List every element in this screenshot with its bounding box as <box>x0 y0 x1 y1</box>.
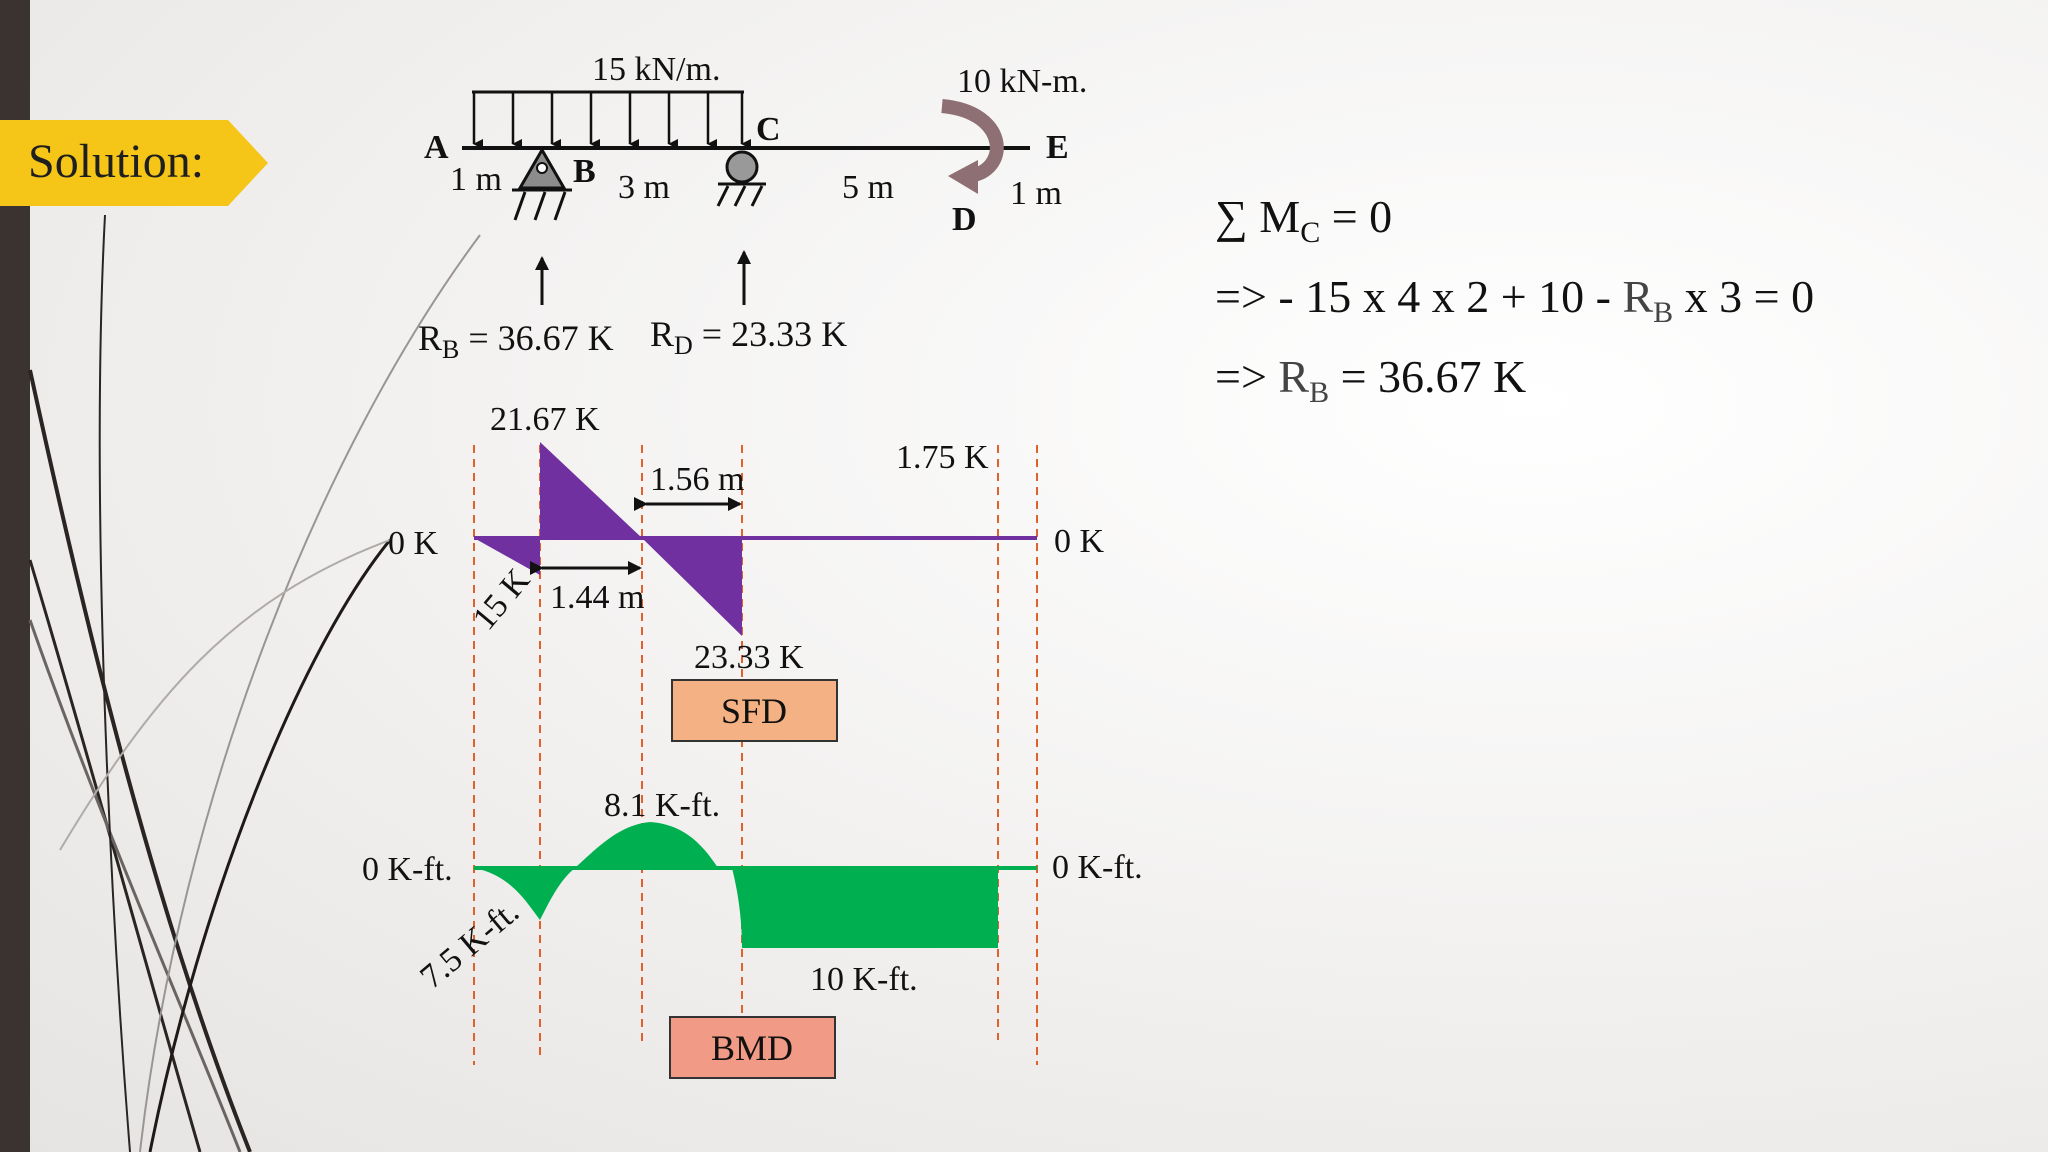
equation-line-2: => - 15 x 4 x 2 + 10 - RB x 3 = 0 <box>1215 271 1815 330</box>
span-cd-label: 5 m <box>842 169 894 206</box>
equation-line-1: ∑ MC = 0 <box>1215 191 1393 250</box>
sfd-title: SFD <box>721 691 787 731</box>
bmd-neg-right-label: 10 K-ft. <box>810 961 918 998</box>
solution-heading: Solution: <box>28 135 205 188</box>
bmd-zero-left: 0 K-ft. <box>362 851 453 888</box>
udl-label: 15 kN/m. <box>592 51 720 88</box>
sfd-title-box <box>671 679 838 742</box>
sfd-dist-1-label: 1.56 m <box>650 461 744 498</box>
sfd-dist-2-label: 1.44 m <box>550 579 644 616</box>
solution-tag-shape <box>0 120 268 206</box>
bmd-title-box <box>669 1016 836 1079</box>
span-ab-label: 1 m <box>450 161 502 198</box>
bmd-neg-left-label: 7.5 K-ft. <box>413 893 526 996</box>
bmd-zero-right: 0 K-ft. <box>1052 849 1143 886</box>
bmd-neg-left <box>474 868 575 920</box>
bmd-title: BMD <box>711 1028 793 1068</box>
beam-diagram: 15 kN/m. 10 kN-m. A B C D E 1 m 3 m 5 m … <box>418 51 1087 364</box>
sfd-negative-segment-2 <box>642 538 742 636</box>
point-e-label: E <box>1046 129 1069 166</box>
point-c-label: C <box>756 111 781 148</box>
distributed-load <box>472 90 751 149</box>
point-b-label: B <box>573 153 596 190</box>
sfd-right-label: 1.75 K <box>896 439 989 476</box>
span-de-label: 1 m <box>1010 175 1062 212</box>
sfd-positive-segment <box>540 442 642 538</box>
bmd-max-label: 8.1 K-ft. <box>604 787 720 824</box>
shear-force-diagram: 21.67 K 1.56 m 1.75 K 0 K 0 K 1.44 m 15 … <box>388 401 1105 676</box>
sfd-max-label: 21.67 K <box>490 401 600 438</box>
point-a-label: A <box>424 129 449 166</box>
pin-support <box>512 147 572 221</box>
sfd-negative-segment <box>474 538 540 575</box>
sfd-zero-left: 0 K <box>388 525 439 562</box>
sfd-zero-right: 0 K <box>1054 523 1105 560</box>
moment-arrow <box>941 99 1004 194</box>
sfd-neg-label: 15 K <box>466 562 538 637</box>
bending-moment-diagram: 8.1 K-ft. 0 K-ft. 0 K-ft. 7.5 K-ft. 10 K… <box>362 787 1143 998</box>
bmd-neg-right <box>718 868 998 948</box>
point-d-label: D <box>952 201 977 238</box>
sfd-min-label: 23.33 K <box>694 639 804 676</box>
reaction-rd-label: RD = 23.33 K <box>650 314 847 360</box>
moment-label: 10 kN-m. <box>957 63 1087 100</box>
roller-support <box>716 150 766 207</box>
span-bc-label: 3 m <box>618 169 670 206</box>
equation-line-3: => RB = 36.67 K <box>1215 351 1527 410</box>
reaction-rb-label: RB = 36.67 K <box>418 318 614 364</box>
bmd-positive-hump <box>575 822 718 868</box>
